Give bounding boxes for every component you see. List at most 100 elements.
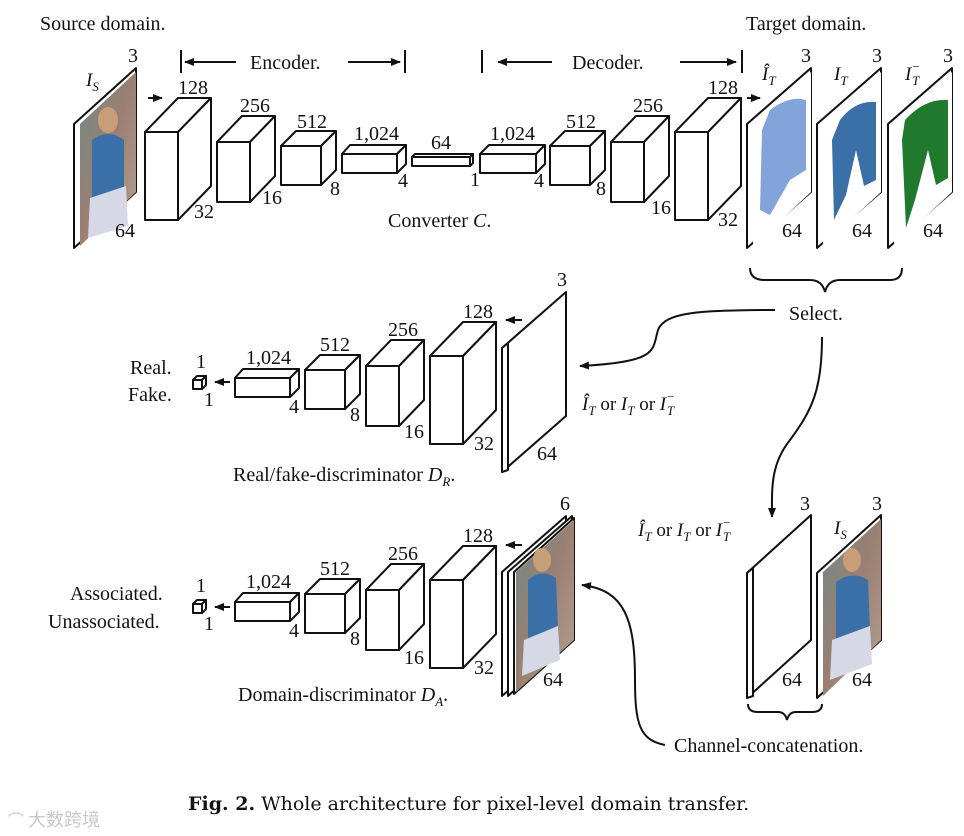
da-label: Domain-discriminator DA. xyxy=(238,684,448,709)
svg-text:128: 128 xyxy=(463,525,493,547)
unassociated-label: Unassociated. xyxy=(48,611,160,633)
decoder-label: Decoder. xyxy=(572,52,644,74)
dr-block-128: 128 32 xyxy=(429,301,497,455)
dr-block-1024: 1,024 4 xyxy=(234,347,300,418)
svg-text:512: 512 xyxy=(566,111,596,133)
dec-block-256: 256 16 xyxy=(610,95,671,219)
dr-block-256: 256 16 xyxy=(365,319,425,443)
svg-text:1: 1 xyxy=(196,351,206,373)
bottleneck-block-64: 64 1 xyxy=(411,132,480,191)
enc-block-512: 512 8 xyxy=(280,111,340,200)
select-label: Select. xyxy=(789,303,843,325)
select-to-concat-arrow xyxy=(767,336,823,518)
svg-text:512: 512 xyxy=(320,558,350,580)
dec-block-1024: 1,024 4 xyxy=(479,123,546,192)
it-symbol: IT xyxy=(833,64,848,88)
svg-text:16: 16 xyxy=(651,197,671,219)
svg-text:1,024: 1,024 xyxy=(354,123,399,145)
real-label: Real. xyxy=(130,357,172,379)
svg-text:64: 64 xyxy=(923,220,943,242)
encoder-span: Encoder. xyxy=(180,50,406,74)
svg-text:256: 256 xyxy=(633,95,663,117)
svg-text:64: 64 xyxy=(543,669,563,691)
svg-text:1,024: 1,024 xyxy=(246,347,291,369)
svg-text:3: 3 xyxy=(872,45,882,67)
concat-brace xyxy=(747,703,823,721)
concat-input-options: ÎT or IT or I−T xyxy=(637,515,731,544)
enc-block-128: 128 32 xyxy=(144,77,214,223)
svg-text:1: 1 xyxy=(470,169,480,191)
it-neg-symbol: I−T xyxy=(904,59,920,88)
svg-text:256: 256 xyxy=(388,319,418,341)
is-symbol: IS xyxy=(85,70,99,94)
svg-text:1: 1 xyxy=(204,613,214,635)
dr-input-options: ÎT or IT or I−T xyxy=(581,389,675,418)
svg-text:8: 8 xyxy=(596,178,606,200)
da-block-256: 256 16 xyxy=(365,543,425,669)
dr-input-image: 3 64 xyxy=(501,269,567,473)
svg-text:6: 6 xyxy=(560,493,570,515)
svg-text:64: 64 xyxy=(782,669,802,691)
dec-block-512: 512 8 xyxy=(549,111,606,200)
svg-text:16: 16 xyxy=(404,421,424,443)
svg-text:4: 4 xyxy=(534,170,544,192)
da-input-stack: 6 64 xyxy=(501,493,575,697)
dr-output-cube: 1 1 xyxy=(192,351,214,411)
target-image-it: IT 3 64 xyxy=(816,45,882,249)
negative-image-it-neg: I−T 3 64 xyxy=(887,45,953,249)
svg-text:8: 8 xyxy=(350,404,360,426)
svg-text:64: 64 xyxy=(537,443,557,465)
watermark: ⌒大数跨境 xyxy=(8,810,100,831)
enc-block-256: 256 16 xyxy=(216,95,282,209)
svg-text:16: 16 xyxy=(262,187,282,209)
svg-text:1: 1 xyxy=(196,575,206,597)
svg-text:3: 3 xyxy=(800,493,810,515)
svg-text:128: 128 xyxy=(708,77,738,99)
converter-label: Converter C. xyxy=(388,210,491,232)
svg-text:8: 8 xyxy=(350,628,360,650)
svg-text:3: 3 xyxy=(872,493,882,515)
dr-block-512: 512 8 xyxy=(304,334,361,426)
da-output-cube: 1 1 xyxy=(192,575,214,635)
svg-text:1,024: 1,024 xyxy=(490,123,535,145)
svg-text:64: 64 xyxy=(852,220,872,242)
generated-image-it-hat: ÎT 3 64 xyxy=(746,45,812,249)
source-image-is: IS 3 64 xyxy=(73,45,138,249)
svg-text:32: 32 xyxy=(474,433,494,455)
svg-text:4: 4 xyxy=(289,620,299,642)
svg-text:128: 128 xyxy=(178,77,208,99)
svg-text:1: 1 xyxy=(204,389,214,411)
svg-text:3: 3 xyxy=(943,45,953,67)
is-size: 64 xyxy=(115,220,135,242)
da-block-1024: 1,024 4 xyxy=(234,571,300,642)
encoder-label: Encoder. xyxy=(250,52,321,74)
svg-text:16: 16 xyxy=(404,647,424,669)
figure-caption: Fig. 2. Whole architecture for pixel-lev… xyxy=(188,793,749,815)
target-domain-label: Target domain. xyxy=(746,13,866,35)
svg-text:32: 32 xyxy=(718,209,738,231)
is-channels: 3 xyxy=(128,45,138,67)
concat-target-image: 3 64 xyxy=(746,493,812,699)
concat-to-da-arrow xyxy=(581,582,666,746)
svg-text:256: 256 xyxy=(388,543,418,565)
select-to-dr-arrow xyxy=(579,309,776,370)
concat-source-image: IS 3 64 xyxy=(816,493,882,699)
svg-text:512: 512 xyxy=(297,111,327,133)
dr-label: Real/fake-discriminator DR. xyxy=(233,464,455,489)
dec-block-128: 128 32 xyxy=(674,77,742,231)
fake-label: Fake. xyxy=(128,384,172,406)
svg-text:1,024: 1,024 xyxy=(246,571,291,593)
da-block-512: 512 8 xyxy=(304,558,361,650)
select-brace xyxy=(749,267,903,293)
concat-is-symbol: IS xyxy=(833,518,847,542)
svg-text:256: 256 xyxy=(240,95,270,117)
da-block-128: 128 32 xyxy=(429,525,497,679)
it-hat-symbol: ÎT xyxy=(761,63,776,88)
channel-concat-label: Channel-concatenation. xyxy=(674,735,863,757)
svg-text:32: 32 xyxy=(194,201,214,223)
svg-text:512: 512 xyxy=(320,334,350,356)
svg-text:128: 128 xyxy=(463,301,493,323)
svg-text:64: 64 xyxy=(852,669,872,691)
associated-label: Associated. xyxy=(70,583,163,605)
